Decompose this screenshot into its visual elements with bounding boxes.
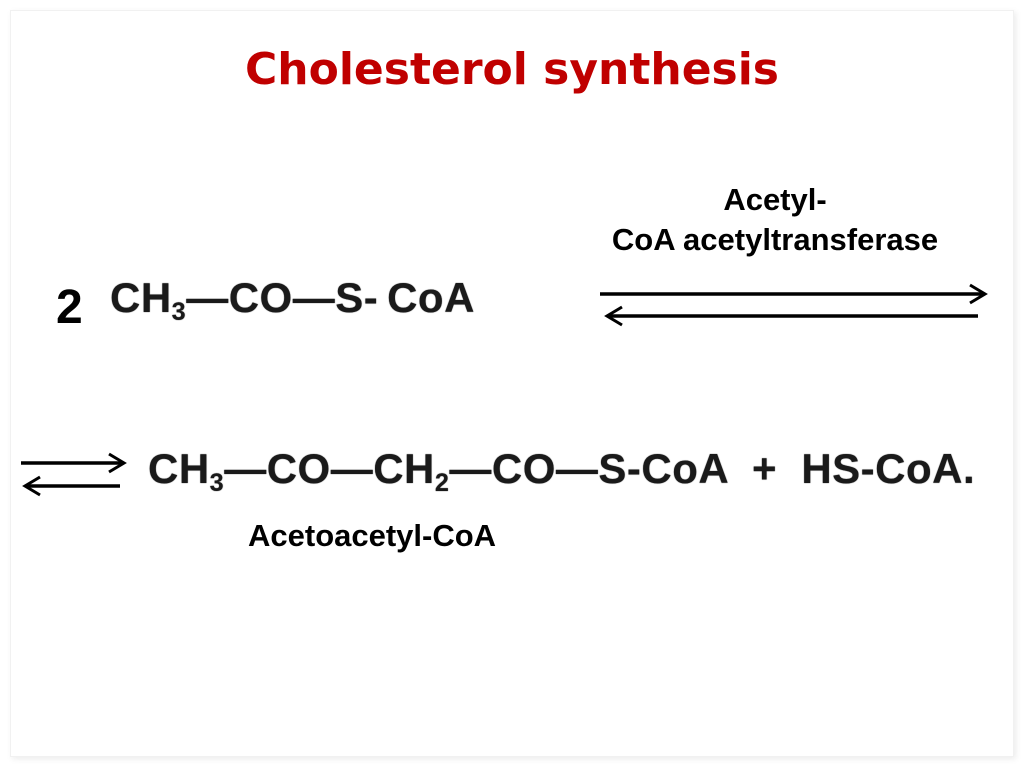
product-formula-part3: —CO—S-CoA + HS-CoA. <box>449 445 976 492</box>
product-name-label: Acetoacetyl-CoA <box>248 518 497 553</box>
product-formula-sub2: 2 <box>434 469 450 497</box>
enzyme-label-line1: Acetyl- <box>723 182 827 217</box>
reactant-formula-part1: CH <box>110 274 172 321</box>
equilibrium-arrow-icon <box>600 283 988 327</box>
reactant-formula-part2: —CO—S- CoA <box>186 274 475 321</box>
product-formula-part2: —CO—CH <box>224 445 435 492</box>
reactant-formula-sub1: 3 <box>171 298 187 326</box>
equilibrium-arrow-icon <box>21 452 127 497</box>
reactant-formula: CH3—CO—S- CoA <box>110 274 475 327</box>
product-formula: CH3—CO—CH2—CO—S-CoA + HS-CoA. <box>148 445 975 498</box>
enzyme-label-line2: CoA acetyltransferase <box>611 222 939 257</box>
product-formula-part1: CH <box>148 445 210 492</box>
slide-title: Cholesterol synthesis <box>244 44 779 95</box>
stoichiometric-coefficient: 2 <box>56 281 83 334</box>
slide-frame <box>10 10 1014 757</box>
enzyme-label: Acetyl- CoA acetyltransferase <box>540 180 1010 260</box>
product-formula-sub1: 3 <box>209 469 225 497</box>
